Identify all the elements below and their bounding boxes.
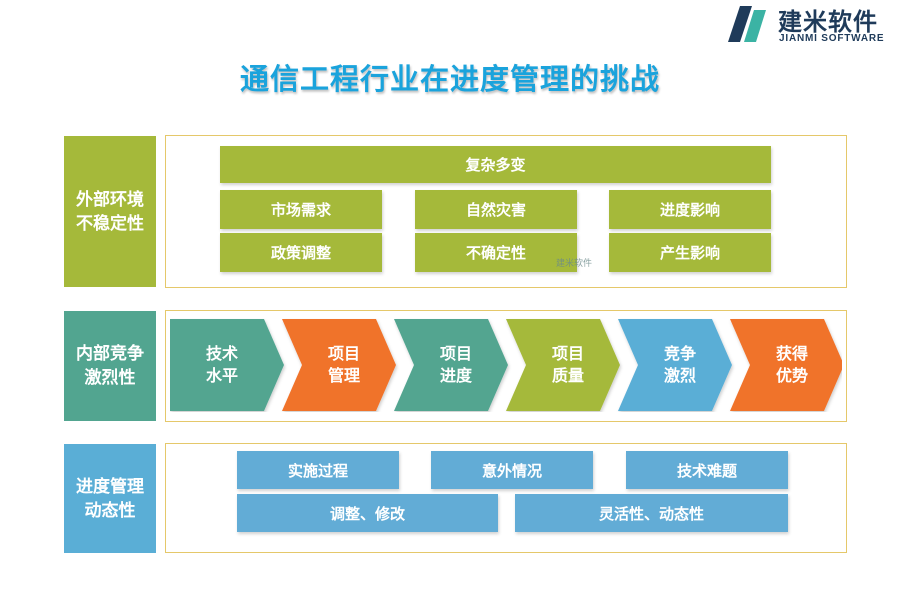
cell-unexpected: 意外情况 (431, 451, 593, 489)
logo-name-en: JIANMI SOFTWARE (779, 33, 885, 44)
section-label-line: 动态性 (84, 500, 136, 521)
chevron-label-1: 技术水平 (170, 318, 274, 412)
chevron-label-line: 进度 (439, 366, 472, 385)
cell-flexibility: 灵活性、动态性 (515, 494, 788, 532)
cell-natural-disaster: 自然灾害 (415, 190, 577, 229)
chevron-label-5: 竞争激烈 (638, 318, 722, 412)
cell-market-demand: 市场需求 (220, 190, 382, 229)
chevron-label-line: 质量 (551, 366, 584, 385)
chevron-label-4: 项目质量 (526, 318, 610, 412)
logo-mark-icon (728, 6, 766, 42)
cell-implementation: 实施过程 (237, 451, 399, 489)
page-title: 通信工程行业在进度管理的挑战 (239, 62, 660, 96)
chevron-step-1 (170, 319, 284, 411)
chevron-label-line: 竞争 (663, 344, 696, 363)
chevron-label-line: 项目 (327, 344, 360, 363)
cell-uncertainty: 不确定性 (415, 233, 577, 272)
chevron-label-line: 管理 (327, 366, 360, 385)
chevron-step-2 (282, 319, 396, 411)
cell-schedule-impact: 进度影响 (609, 190, 771, 229)
chevron-label-line: 项目 (551, 344, 584, 363)
watermark: 建米软件 (556, 259, 593, 269)
section-label-line: 外部环境 (76, 189, 144, 210)
chevron-label-line: 激烈 (663, 366, 696, 385)
chevron-step-5 (618, 319, 732, 411)
cell-adjust-modify: 调整、修改 (237, 494, 498, 532)
chevron-label-line: 获得 (775, 344, 808, 363)
chevron-label-line: 项目 (439, 344, 472, 363)
chevron-label-line: 优势 (775, 366, 808, 385)
section-label-line: 不稳定性 (76, 213, 144, 234)
chevron-step-3 (394, 319, 508, 411)
chevron-step-4 (506, 319, 620, 411)
chevron-label-line: 水平 (205, 366, 238, 385)
section-label-line: 内部竞争 (76, 344, 144, 364)
logo-name-cn: 建米软件 (778, 8, 878, 36)
chevron-step-6 (730, 319, 842, 411)
logo: 建米软件 JIANMI SOFTWARE (726, 2, 898, 46)
process-chevrons (170, 319, 842, 411)
chevron-label-6: 获得优势 (750, 318, 834, 412)
cell-tech-difficulty: 技术难题 (626, 451, 788, 489)
chevron-label-2: 项目管理 (302, 318, 386, 412)
section-label-line: 进度管理 (76, 476, 144, 497)
chevron-label-3: 项目进度 (414, 318, 498, 412)
cell-produce-impact: 产生影响 (609, 233, 771, 272)
header-complex-changes: 复杂多变 (220, 146, 771, 183)
section-label-internal: 内部竞争 激烈性 (64, 311, 156, 421)
section-label-external: 外部环境 不稳定性 (64, 136, 156, 287)
section-label-dynamic: 进度管理 动态性 (64, 444, 156, 553)
cell-policy-adjust: 政策调整 (220, 233, 382, 272)
section-label-line: 激烈性 (84, 368, 136, 388)
chevron-label-line: 技术 (205, 344, 238, 363)
